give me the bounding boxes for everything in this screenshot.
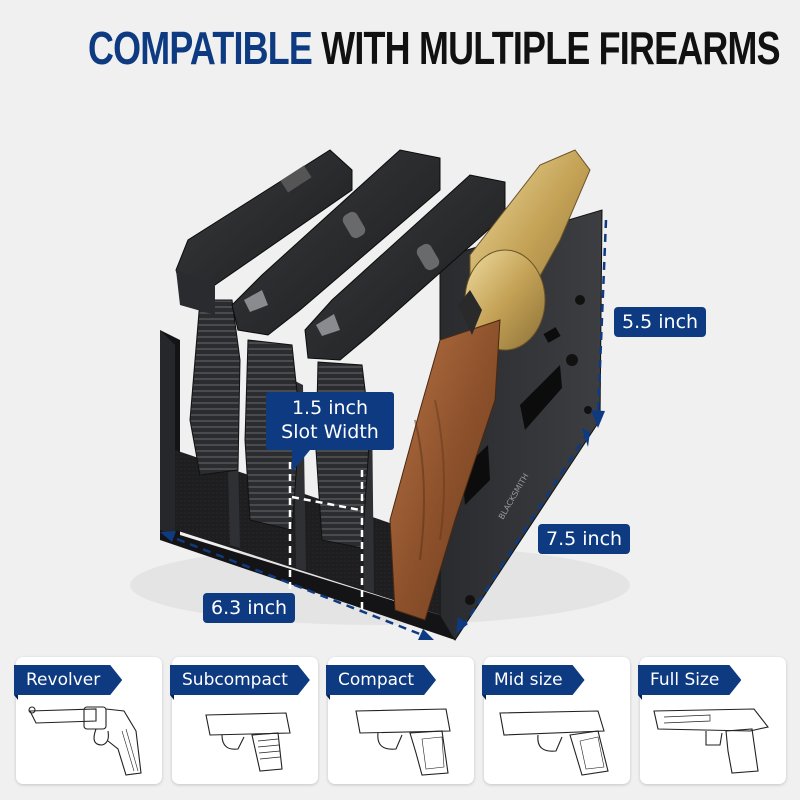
pistol-rack-illustration: BLACKSMITH xyxy=(130,149,630,641)
category-card-subcompact: Subcompact xyxy=(170,657,318,784)
headline-rest: WITH MULTIPLE FIREARMS xyxy=(321,22,780,74)
slot-width-caption: Slot Width xyxy=(281,421,379,443)
category-tag: Full Size xyxy=(638,665,741,695)
height-dimension-label: 5.5 inch xyxy=(614,307,707,337)
tag-fold-decoration xyxy=(170,695,174,700)
slot-width-value: 1.5 inch xyxy=(291,397,369,419)
width-dimension-label: 6.3 inch xyxy=(203,593,296,623)
subcompact-pistol-sketch-icon xyxy=(205,712,291,772)
category-card-compact: Compact xyxy=(326,657,474,784)
midsize-pistol-sketch-icon xyxy=(499,710,609,776)
product-photo: BLACKSMITH xyxy=(0,90,800,650)
compact-pistol-sketch-icon xyxy=(355,708,451,776)
tag-fold-decoration xyxy=(14,695,18,700)
category-tag: Mid size xyxy=(482,665,585,695)
headline-accent: COMPATIBLE xyxy=(88,22,313,74)
category-card-revolver: Revolver xyxy=(14,657,162,784)
category-tag: Compact xyxy=(326,665,436,695)
depth-dimension-label: 7.5 inch xyxy=(538,524,631,554)
firearm-category-cards: Revolver Subcompact xyxy=(14,657,786,785)
tag-fold-decoration xyxy=(326,695,330,700)
revolver-sketch-icon xyxy=(28,706,142,776)
category-tag: Revolver xyxy=(14,665,122,695)
category-card-full-size: Full Size xyxy=(638,657,786,784)
headline: COMPATIBLE WITH MULTIPLE FIREARMS xyxy=(88,22,781,74)
slot-width-callout: 1.5 inch Slot Width xyxy=(266,392,394,472)
tag-fold-decoration xyxy=(638,695,642,700)
category-card-mid-size: Mid size xyxy=(482,657,630,784)
tag-fold-decoration xyxy=(482,695,486,700)
fullsize-pistol-sketch-icon xyxy=(653,708,769,774)
category-tag: Subcompact xyxy=(170,665,310,695)
